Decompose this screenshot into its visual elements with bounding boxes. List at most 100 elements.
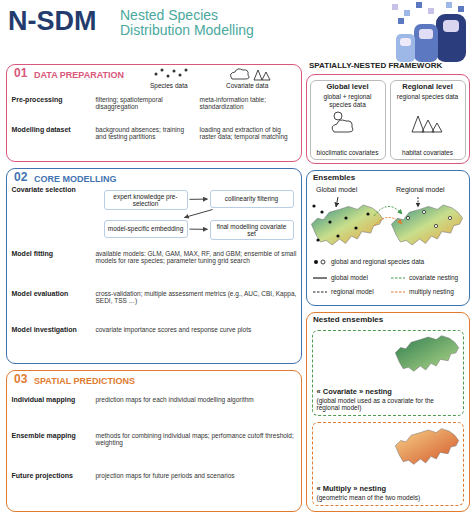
step-label: Ensemble mapping [12, 432, 90, 440]
legend-text: global model [331, 274, 368, 281]
model-label: Global model [316, 186, 386, 194]
nesting-dolls-icon [414, 24, 438, 62]
section-number: 02 [14, 171, 27, 185]
global-model-map [316, 238, 319, 241]
nesting-box: « Multiply » nesting(geometric mean of t… [312, 422, 464, 506]
regional-model-map [434, 224, 437, 227]
level-box: Global levelglobal + regional species da… [310, 80, 386, 160]
legend-text: global and regional species data [331, 258, 424, 265]
step-label: Future projections [12, 472, 90, 480]
global-model-map [311, 204, 382, 245]
nesting-dolls-icon [392, 2, 466, 62]
nesting-dolls-icon [446, 2, 452, 8]
box-text: global + regional species data [313, 93, 383, 108]
process-box: collinearity filtering [210, 190, 294, 208]
ensemble-arrows [418, 197, 419, 207]
title-box: N-SDM [8, 6, 97, 37]
framework-box: SPATIALLY-NESTED FRAMEWORKGlobal levelgl… [306, 74, 470, 164]
step-label: Individual mapping [12, 396, 90, 404]
ensemble-arrows [374, 206, 402, 216]
section-number: 03 [14, 373, 27, 387]
regional-model-map [422, 210, 425, 213]
icon-label: Species data [150, 82, 210, 89]
label-box: Regional model [396, 186, 466, 194]
covariate-nesting-map [395, 336, 458, 372]
label-box: Species data [150, 82, 210, 89]
step-label: Model investigation [12, 326, 90, 334]
ensemble-arrows [336, 197, 338, 207]
species-data-icon [185, 69, 188, 72]
connector-arrow [190, 199, 208, 200]
icon-label: Covariate data [226, 82, 286, 89]
box-heading: « Covariate » nesting [317, 388, 459, 397]
nesting-dolls-icon [443, 20, 459, 32]
legend-sample [313, 277, 327, 278]
box-text: model-specific embedding [108, 225, 184, 232]
legend-sample [391, 291, 405, 292]
step-row: Model fittingavailable models: GLM, GAM,… [12, 250, 298, 265]
global-model-map [328, 220, 331, 223]
step-label: Pre-processing [12, 96, 90, 104]
species-data-icon [167, 75, 170, 78]
bioclimatic-icon [332, 112, 353, 132]
covariate-nesting-map [395, 336, 458, 372]
step-label: Modelling dataset [12, 126, 90, 134]
section-heading: DATA PREPARATION [34, 70, 124, 80]
process-box: model-specific embedding [104, 220, 188, 238]
section-heading: CORE MODELLING [34, 174, 117, 184]
nesting-dolls-icon [398, 18, 404, 24]
label-box: Covariate data [226, 82, 286, 89]
bioclimatic-icon [332, 120, 353, 132]
box-heading: SPATIALLY-NESTED FRAMEWORK [309, 61, 442, 70]
step-description: available models: GLM, GAM, MAX, RF, and… [96, 250, 298, 265]
multiply-nesting-map [395, 429, 458, 465]
global-model-map [320, 210, 323, 213]
regional-model-map [448, 216, 451, 219]
legend-sample [390, 288, 406, 296]
species-data-icon [155, 73, 158, 76]
step-row: Modelling datasetbackground absences; tr… [12, 126, 298, 141]
section-panel: 03SPATIAL PREDICTIONSIndividual mappingp… [6, 370, 302, 512]
step-row: Future projections projection maps for fu… [12, 472, 298, 480]
legend-sample [314, 260, 318, 264]
step-row: Pre-processing filtering; spatiotemporal … [12, 96, 298, 111]
nesting-box: « Covariate » nesting(global model used … [312, 330, 464, 416]
legend-sample [312, 288, 328, 296]
ensemble-arrows [374, 217, 402, 226]
box-text: bioclimatic covariates [317, 149, 379, 156]
box-heading: Regional level [402, 83, 452, 92]
bioclimatic-icon [334, 112, 342, 120]
step-description: cross-validation; multiple assessment me… [96, 290, 298, 305]
step-row: Model investigation covariate importance … [12, 326, 298, 334]
legend-item: regional model [312, 288, 388, 296]
step-description: prediction maps for each individual mode… [96, 396, 298, 403]
species-data-icon [161, 69, 164, 72]
box-heading: Nested ensembles [313, 315, 383, 324]
step-description: loading and extraction of big raster dat… [200, 126, 298, 141]
step-row: Ensemble mappingmethods for combining in… [12, 432, 298, 447]
nesting-dolls-icon [416, 2, 422, 8]
nesting-dolls-icon [419, 29, 433, 39]
box-heading: Global level [326, 83, 368, 92]
species-data-icon [155, 69, 188, 78]
process-box: final modelling covariate set [210, 220, 294, 241]
step-description: covariate importance scores and response… [96, 326, 298, 333]
global-model-map [336, 234, 339, 237]
covariate-data-icon [231, 69, 270, 80]
section-box: Nested ensembles « Covariate » nesting(gl… [306, 312, 470, 512]
legend-sample [391, 277, 405, 278]
step-label: Model evaluation [12, 290, 90, 298]
step-description: projection maps for future periods and s… [96, 472, 298, 479]
regional-model-map [406, 216, 409, 219]
title: N-SDM [8, 6, 97, 37]
global-model-map [311, 205, 382, 245]
box-text: expert knowledge pre-selection [108, 193, 184, 208]
section-panel: 02 CORE MODELLING Covariate selectionexper… [6, 168, 302, 364]
nesting-dolls-icon [392, 4, 398, 10]
habitat-icon [412, 116, 442, 132]
species-data-icon [179, 74, 182, 77]
step-row: Covariate selectionexpert knowledge pre-… [12, 186, 298, 244]
nesting-dolls-icon [400, 38, 411, 46]
step-description: filtering; spatiotemporal disaggregation [96, 96, 194, 111]
